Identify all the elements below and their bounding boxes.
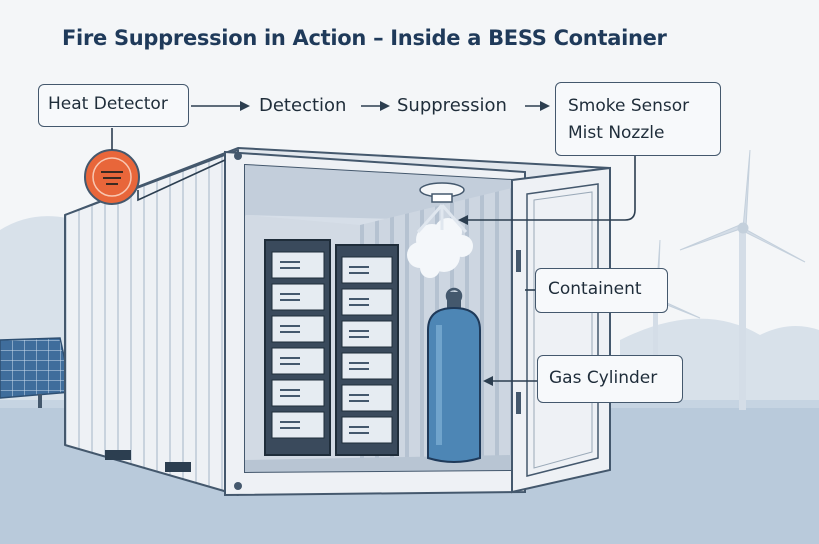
page-title: Fire Suppression in Action – Inside a BE… (62, 26, 667, 50)
containent-label: Containent (535, 268, 668, 313)
connector-lines (111, 105, 636, 382)
heat-detector-icon (84, 149, 140, 205)
smoke-sensor-text: Smoke Sensor (568, 96, 690, 116)
mist-nozzle-text: Mist Nozzle (568, 123, 665, 143)
detection-step: Detection (259, 95, 347, 116)
gas-cylinder-icon (427, 287, 481, 463)
smoke-sensor-label: Smoke Sensor Mist Nozzle (555, 82, 721, 156)
heat-detector-label: Heat Detector (38, 84, 189, 127)
gas-cylinder-text: Gas Cylinder (549, 368, 658, 388)
containent-text: Containent (548, 279, 642, 299)
smoke-sensor-icon (419, 182, 465, 203)
container-door (511, 166, 611, 494)
suppression-step: Suppression (397, 95, 507, 116)
battery-rack-icon (264, 239, 399, 456)
gas-cylinder-label: Gas Cylinder (537, 355, 683, 403)
mist-spray-icon (407, 204, 473, 278)
heat-detector-text: Heat Detector (48, 94, 168, 114)
